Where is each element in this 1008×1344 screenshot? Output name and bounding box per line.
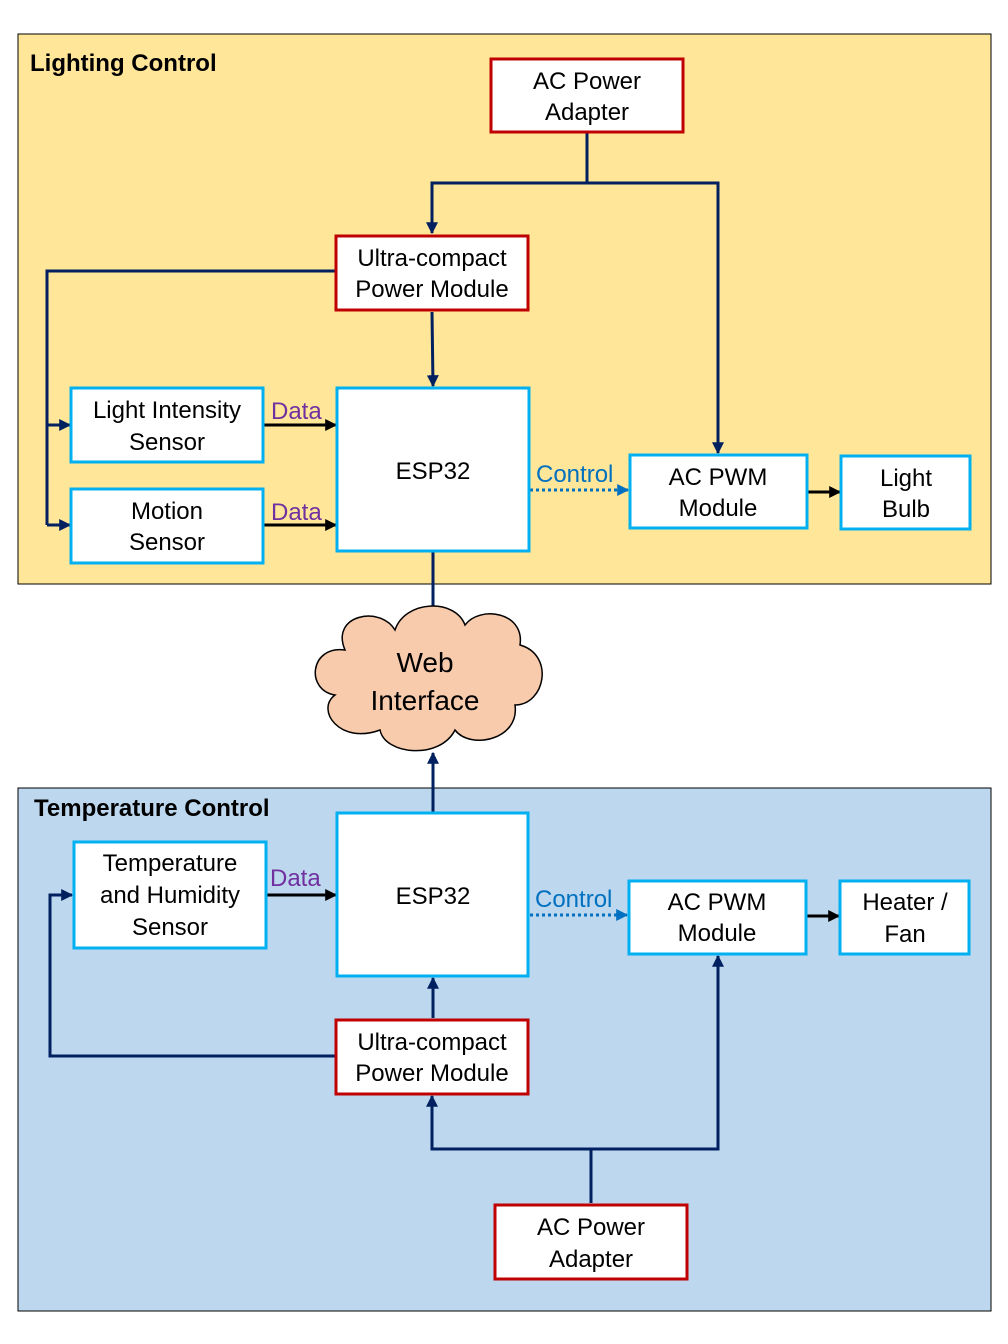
svg-text:Power Module: Power Module [355,276,508,303]
svg-text:Sensor: Sensor [132,914,208,941]
lighting-power-module: Ultra-compact Power Module [334,234,530,312]
heater-fan: Heater / Fan [838,879,971,956]
light-bulb: Light Bulb [839,454,972,531]
lighting-ac-power-adapter: AC Power Adapter [489,57,685,134]
motion-sensor: Motion Sensor [69,487,265,565]
light-intensity-sensor: Light Intensity Sensor [69,386,265,464]
svg-text:ESP32: ESP32 [396,458,471,485]
svg-text:Sensor: Sensor [129,429,205,456]
svg-text:Bulb: Bulb [882,496,930,523]
lighting-control-label: Control [536,461,613,488]
temperature-humidity-sensor: Temperature and Humidity Sensor [72,840,268,950]
temperature-power-module: Ultra-compact Power Module [334,1018,530,1096]
svg-text:Temperature: Temperature [103,850,238,877]
svg-text:Interface: Interface [371,685,480,716]
svg-text:Sensor: Sensor [129,529,205,556]
svg-text:Adapter: Adapter [549,1246,633,1273]
svg-text:Module: Module [678,920,757,947]
svg-text:Web: Web [396,647,453,678]
svg-text:Power Module: Power Module [355,1060,508,1087]
svg-text:Heater /: Heater / [862,889,948,916]
svg-text:AC PWM: AC PWM [668,889,767,916]
temperature-wires [48,751,724,1203]
svg-text:Light Intensity: Light Intensity [93,397,241,424]
svg-text:Ultra-compact: Ultra-compact [357,245,507,272]
svg-text:and Humidity: and Humidity [100,882,240,909]
lighting-esp32: ESP32 [335,386,531,553]
temperature-ac-power-adapter: AC Power Adapter [493,1203,689,1281]
svg-text:AC Power: AC Power [533,68,641,95]
light-sensor-data-label: Data [271,398,322,425]
svg-text:Module: Module [679,495,758,522]
web-interface-cloud: Web Interface [314,605,543,752]
svg-text:Adapter: Adapter [545,99,629,126]
temperature-ac-pwm-module: AC PWM Module [627,879,808,956]
temperature-control-label: Control [535,886,612,913]
svg-text:ESP32: ESP32 [396,883,471,910]
svg-text:Motion: Motion [131,498,203,525]
temp-sensor-data-label: Data [270,865,321,892]
svg-text:Fan: Fan [884,921,925,948]
svg-text:Ultra-compact: Ultra-compact [357,1029,507,1056]
svg-text:AC Power: AC Power [537,1214,645,1241]
svg-text:Light: Light [880,465,932,492]
lighting-ac-pwm-module: AC PWM Module [628,453,809,530]
temperature-esp32: ESP32 [335,811,530,978]
motion-sensor-data-label: Data [271,499,322,526]
svg-text:AC PWM: AC PWM [669,464,768,491]
lighting-wires [45,133,724,622]
temperature-control-title: Temperature Control [34,795,270,822]
lighting-control-title: Lighting Control [30,50,217,77]
